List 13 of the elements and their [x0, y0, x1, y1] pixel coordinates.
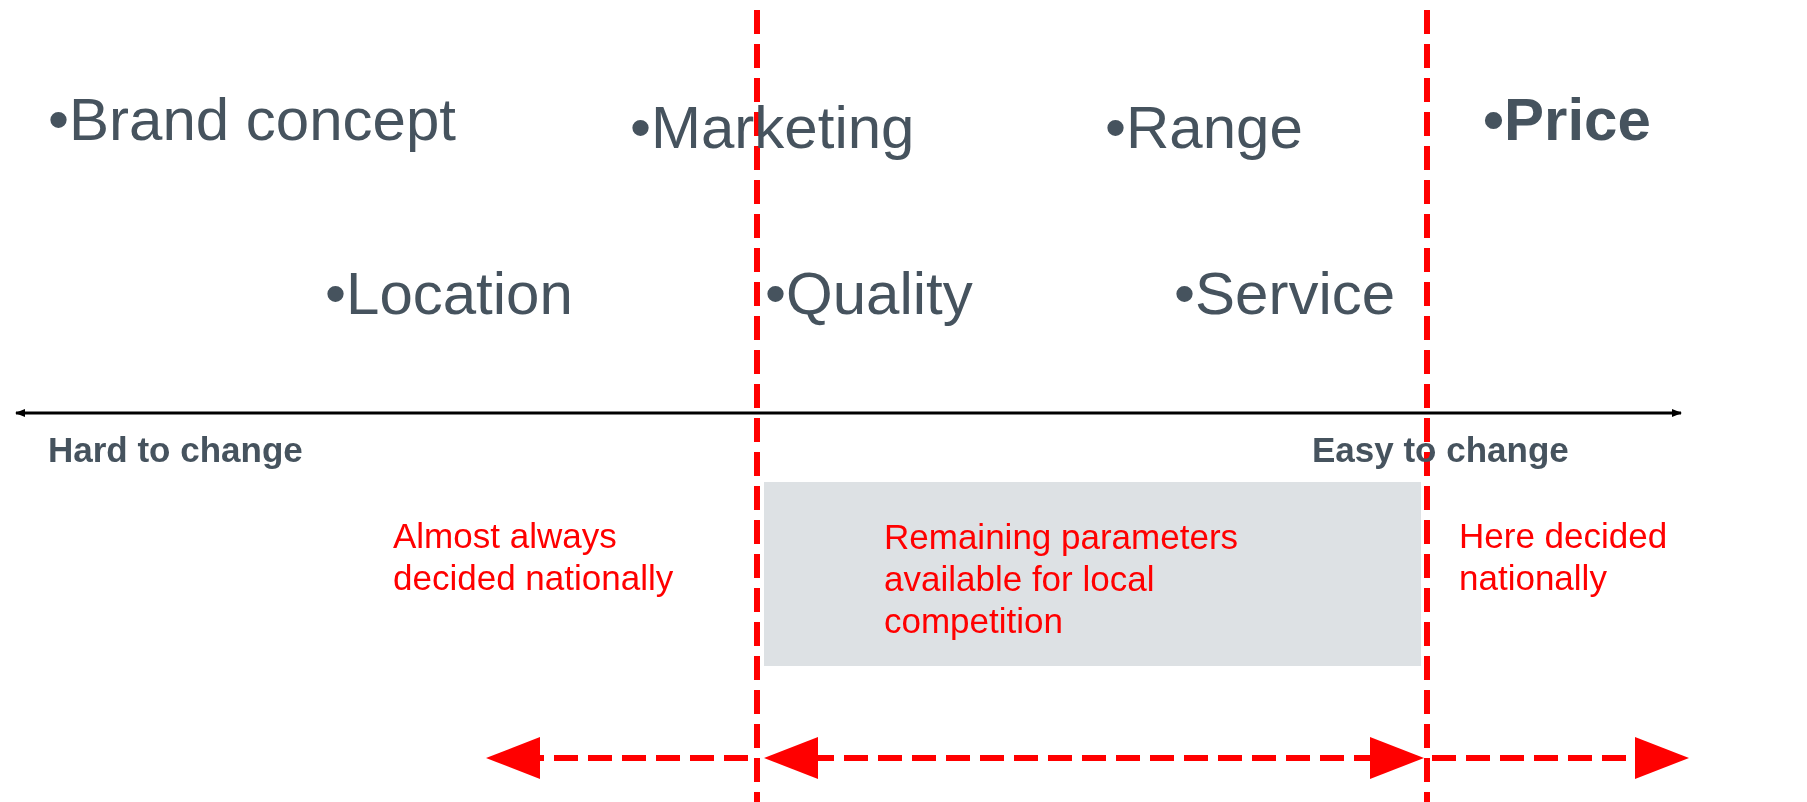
shaded-panel — [764, 482, 1421, 666]
bullet-item: •Quality — [765, 264, 973, 324]
bullet-item: •Service — [1174, 264, 1396, 324]
note-text: Almost always decided nationally — [393, 515, 675, 599]
bullet-item: •Brand concept — [48, 90, 456, 150]
bullet-item: •Range — [1105, 98, 1303, 158]
panel-text: Remaining parameters available for local competition — [884, 516, 1240, 642]
bullet-item: •Location — [325, 264, 573, 324]
bullet-item: •Marketing — [630, 98, 915, 158]
axis-label: Hard to change — [48, 432, 303, 467]
bullet-item: •Price — [1483, 90, 1651, 150]
note-text: Here decided nationally — [1459, 515, 1669, 599]
axis-label: Easy to change — [1312, 432, 1569, 467]
